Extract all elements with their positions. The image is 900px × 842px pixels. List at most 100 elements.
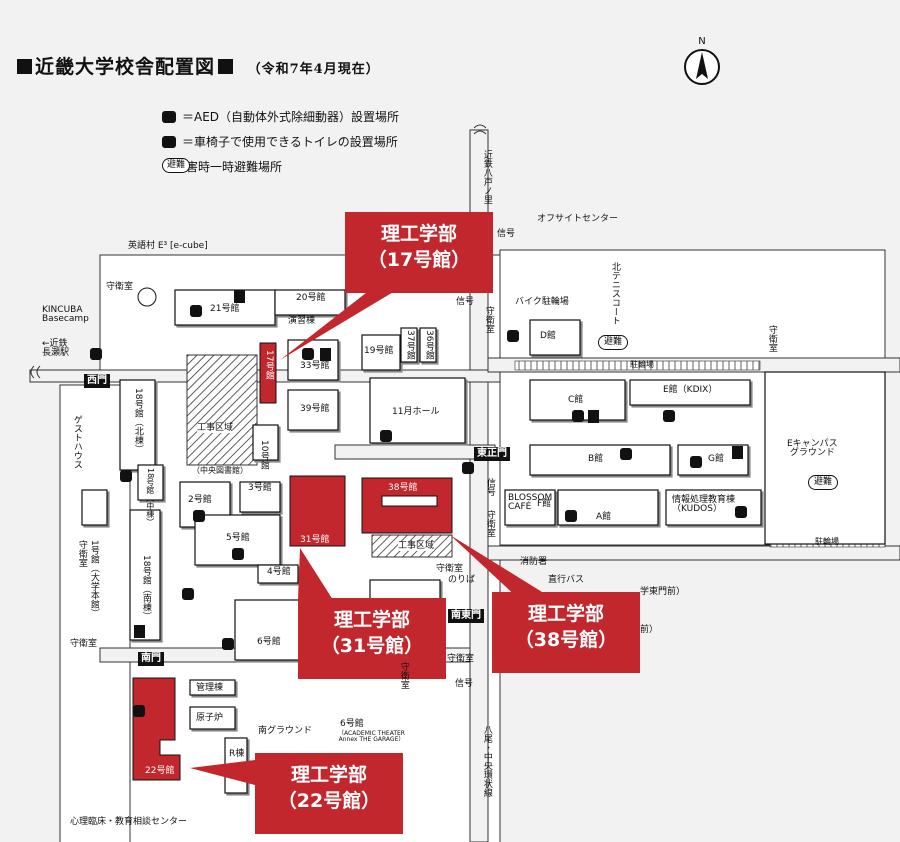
label-churinjo-2: 駐輪場 (815, 537, 839, 546)
label-b33: 33号館 (300, 361, 330, 371)
label-akan: A館 (596, 512, 612, 522)
label-kanri: 管理棟 (196, 683, 224, 693)
label-shuei-3: 守衛室 (766, 325, 777, 352)
aed-icon (232, 548, 244, 560)
label-bkan: B館 (588, 454, 604, 464)
label-shuei-2: 守衛室 (483, 306, 494, 333)
label-churinjo-1: 駐輪場 (630, 360, 654, 369)
label-shuei-9: 守衛室 (398, 662, 409, 689)
aed-icon (690, 456, 702, 468)
label-b6annex: 6号館 (340, 719, 364, 729)
label-b10: 10号館 (258, 440, 269, 470)
aed-icon (462, 462, 474, 474)
label-library: （中央図書館） (192, 466, 248, 475)
callout-pointers (190, 282, 555, 785)
label-shuei-7: 守衛室 (70, 639, 98, 649)
label-eigo: 英語村 E³ [e-cube] (128, 241, 208, 251)
label-gkan: G館 (708, 454, 724, 464)
gate-west: 西門 (84, 374, 110, 388)
aed-icon (182, 588, 194, 600)
eigo-circle (137, 287, 157, 307)
label-b20: 20号館 (296, 293, 326, 303)
wheelchair-toilet-icon (320, 348, 331, 361)
label-shuei-1: 守衛室 (106, 282, 134, 292)
label-shuei-8: 守衛室 (447, 654, 475, 664)
aed-icon (565, 510, 577, 522)
label-b36: 36号館 (423, 330, 434, 360)
label-bike: バイク駐輪場 (515, 297, 569, 307)
callout-17: 理工学部（17号館） (345, 212, 493, 293)
aed-icon (380, 430, 392, 442)
label-b19: 19号館 (364, 346, 394, 356)
label-rto: R棟 (229, 749, 245, 759)
e-campus-ground (764, 371, 886, 545)
evac-mark-2: 避難 (808, 475, 839, 490)
aed-icon (190, 305, 202, 317)
label-kinsei: 近鉄八戸ノ里 (481, 150, 492, 204)
aed-icon (620, 448, 632, 460)
label-offsite: オフサイトセンター (537, 214, 619, 224)
label-b17: 17号館 (263, 350, 274, 380)
label-genshiro: 原子炉 (196, 713, 224, 723)
construction-zone (186, 354, 258, 466)
legend-toilet: ＝車椅子で使用できるトイレの設置場所 (162, 133, 398, 150)
aed-icon (90, 348, 102, 360)
label-shuei-4: 守衛室 (484, 510, 495, 537)
label-shuei-5: 守衛室 (76, 540, 87, 567)
label-fkan: F館 (537, 499, 552, 509)
gate-east-main: 東正門 (474, 447, 510, 461)
label-daigaku-higashi: 学東門前） (640, 587, 686, 597)
aed-icon (133, 705, 145, 717)
label-dkan: D館 (540, 331, 556, 341)
road-break (473, 124, 487, 135)
label-engeki: 演習棟 (288, 316, 316, 326)
label-b22: 22号館 (145, 766, 175, 776)
label-noriba: のりば (448, 575, 476, 585)
label-b18s: 18号館（南棟） (140, 555, 151, 621)
label-b3: 3号館 (248, 483, 272, 493)
compass: N (681, 36, 723, 86)
label-b39: 39号館 (300, 404, 330, 414)
wheelchair-toilet-icon (234, 290, 245, 303)
label-b2: 2号館 (188, 495, 212, 505)
label-kincuba: KINCUBA Basecamp (42, 305, 89, 325)
label-ecampus: Eキャンパス グラウンド (787, 439, 838, 459)
label-kintetsu-nagase: ←近鉄 長瀬駅 (42, 339, 70, 359)
label-yao: 八尾・中央環状線 (481, 725, 492, 797)
label-shoboshu: 消防署 (520, 557, 548, 567)
wheelchair-toilet-icon (588, 410, 599, 423)
legend-evac: 避難＝災害時一時避難場所 (162, 158, 283, 174)
evac-mark-1: 避難 (598, 335, 629, 350)
aed-icon (507, 330, 519, 342)
label-mae: 前） (640, 625, 659, 635)
label-ckan: C館 (568, 395, 584, 405)
label-b18n: 18号館（北棟） (132, 388, 143, 454)
wheelchair-toilet-icon (134, 625, 145, 638)
wheelchair-toilet-icon (162, 136, 176, 148)
road-break (30, 365, 41, 379)
label-b1: 1号館（大学本館） (88, 540, 99, 618)
label-shingo-3: 信号 (484, 478, 495, 496)
label-annex: （ACADEMIC THEATER Annex THE GARAGE） (338, 730, 405, 744)
label-hall11: 11月ホール (392, 407, 440, 417)
aed-icon (162, 111, 176, 123)
label-shingo-2: 信号 (456, 297, 475, 307)
callout-22: 理工学部（22号館） (255, 753, 403, 834)
aed-icon (735, 506, 747, 518)
legend-aed: ＝AED（自動体外式除細動器）設置場所 (162, 108, 399, 125)
gate-south-east: 南東門 (448, 609, 484, 623)
callout-38: 理工学部（38号館） (492, 592, 640, 673)
label-koji-2: 工事区域 (398, 541, 435, 552)
label-ekan: E館（KDIX） (663, 385, 718, 395)
label-b37: 37号館 (404, 330, 415, 360)
label-kitacourt: 北テニスコート (609, 262, 620, 325)
map-title: 近畿大学校舎配置図 （令和7年4月現在） (14, 52, 380, 79)
aed-icon (302, 348, 314, 360)
label-shuei-6: 守衛室 (436, 564, 464, 574)
aed-icon (663, 410, 675, 422)
label-shinri: 心理臨床・教育相談センター (70, 817, 188, 827)
label-minami-ground: 南グラウンド (258, 726, 313, 736)
label-chokko: 直行バス (548, 575, 585, 585)
label-b31: 31号館 (300, 535, 330, 545)
aed-icon (222, 638, 234, 650)
